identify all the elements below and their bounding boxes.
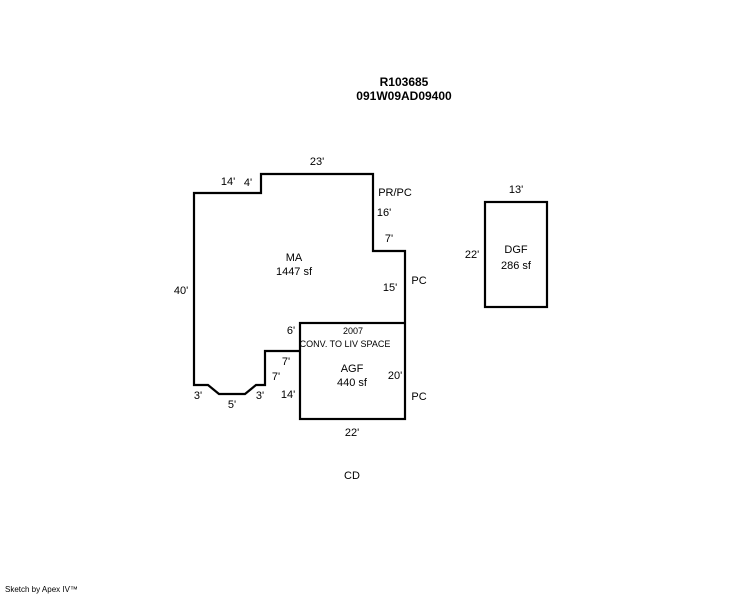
dim-bot-3a: 3' [194, 390, 202, 402]
agf-note: CONV. TO LIV SPACE [300, 339, 391, 349]
dim-dgf-13: 13' [509, 184, 523, 196]
agf-outline [298, 321, 407, 421]
dim-right-15: 15' [383, 282, 397, 294]
dim-right-16: 16' [377, 207, 391, 219]
dim-top-4: 4' [244, 177, 252, 189]
label-cd: CD [344, 470, 360, 482]
map-id: 091W09AD09400 [356, 89, 452, 103]
dim-agf-20: 20' [388, 370, 402, 382]
label-pc-2: PC [411, 391, 426, 403]
dim-bot-5: 5' [228, 399, 236, 411]
dim-agf-14: 14' [281, 389, 295, 401]
label-pr-pc: PR/PC [378, 187, 412, 199]
dim-dgf-22: 22' [465, 249, 479, 261]
dim-top-14: 14' [221, 176, 235, 188]
dgf-outline [483, 200, 549, 309]
dim-agf-7a: 7' [282, 356, 290, 368]
dgf-code: DGF [504, 244, 528, 256]
ma-size: 1447 sf [276, 266, 313, 278]
dim-left-40: 40' [174, 285, 188, 297]
main-area-outline [192, 172, 407, 396]
dim-top-23: 23' [310, 156, 324, 168]
footer-credit: Sketch by Apex IV™ [5, 585, 78, 594]
label-pc-1: PC [411, 275, 426, 287]
parcel-id: R103685 [380, 75, 429, 89]
agf-code: AGF [341, 363, 364, 375]
dim-mid-6: 6' [287, 325, 295, 337]
dgf-size: 286 sf [501, 260, 532, 272]
dim-agf-7b: 7' [272, 371, 280, 383]
agf-year: 2007 [343, 326, 363, 336]
dim-agf-22: 22' [345, 427, 359, 439]
agf-size: 440 sf [337, 377, 368, 389]
dim-right-7: 7' [385, 233, 393, 245]
dim-bot-3b: 3' [256, 390, 264, 402]
ma-code: MA [286, 252, 303, 264]
